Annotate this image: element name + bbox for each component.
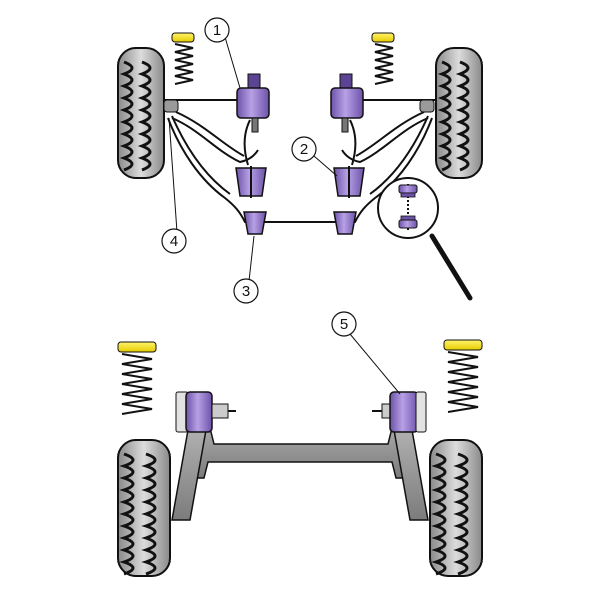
- front-wishbone-front-bush-right: [333, 166, 365, 198]
- wheel-icon: [117, 439, 171, 577]
- front-wishbone-front-bush-left: [235, 166, 267, 198]
- callout-label: 4: [170, 233, 178, 250]
- torsion-beam: [171, 419, 429, 521]
- rear-beam-bush-right: [372, 391, 427, 433]
- front-axle-assembly: [117, 32, 483, 301]
- anti-roll-bar-bush-left: [243, 211, 267, 235]
- callout-2: 2: [291, 136, 338, 177]
- coil-spring-icon: [371, 32, 395, 85]
- magnifier-icon: [377, 177, 473, 301]
- callout-5: 5: [331, 311, 401, 395]
- coil-spring-icon: [171, 32, 195, 85]
- front-wishbone-bush-left: [236, 73, 270, 133]
- anti-roll-bar-bush-right: [333, 211, 357, 235]
- callout-label: 2: [300, 141, 308, 158]
- callout-1: 1: [204, 17, 241, 89]
- callout-label: 3: [242, 283, 250, 300]
- coil-spring-icon: [117, 341, 157, 415]
- rear-beam-bush-left: [175, 391, 236, 433]
- wheel-icon: [117, 47, 165, 179]
- wheel-icon: [435, 47, 483, 179]
- coil-spring-icon: [443, 339, 483, 413]
- wheel-icon: [429, 439, 483, 577]
- callout-label: 1: [213, 22, 221, 39]
- rear-axle-assembly: [117, 339, 483, 577]
- callout-3: 3: [233, 235, 259, 304]
- callout-label: 5: [340, 316, 348, 333]
- front-wishbone-bush-right: [330, 73, 364, 133]
- callout-4: 4: [161, 117, 187, 254]
- drop-link-bush-left: [163, 99, 179, 113]
- anti-roll-bar: [167, 115, 433, 223]
- drop-link-bush-right: [419, 99, 435, 113]
